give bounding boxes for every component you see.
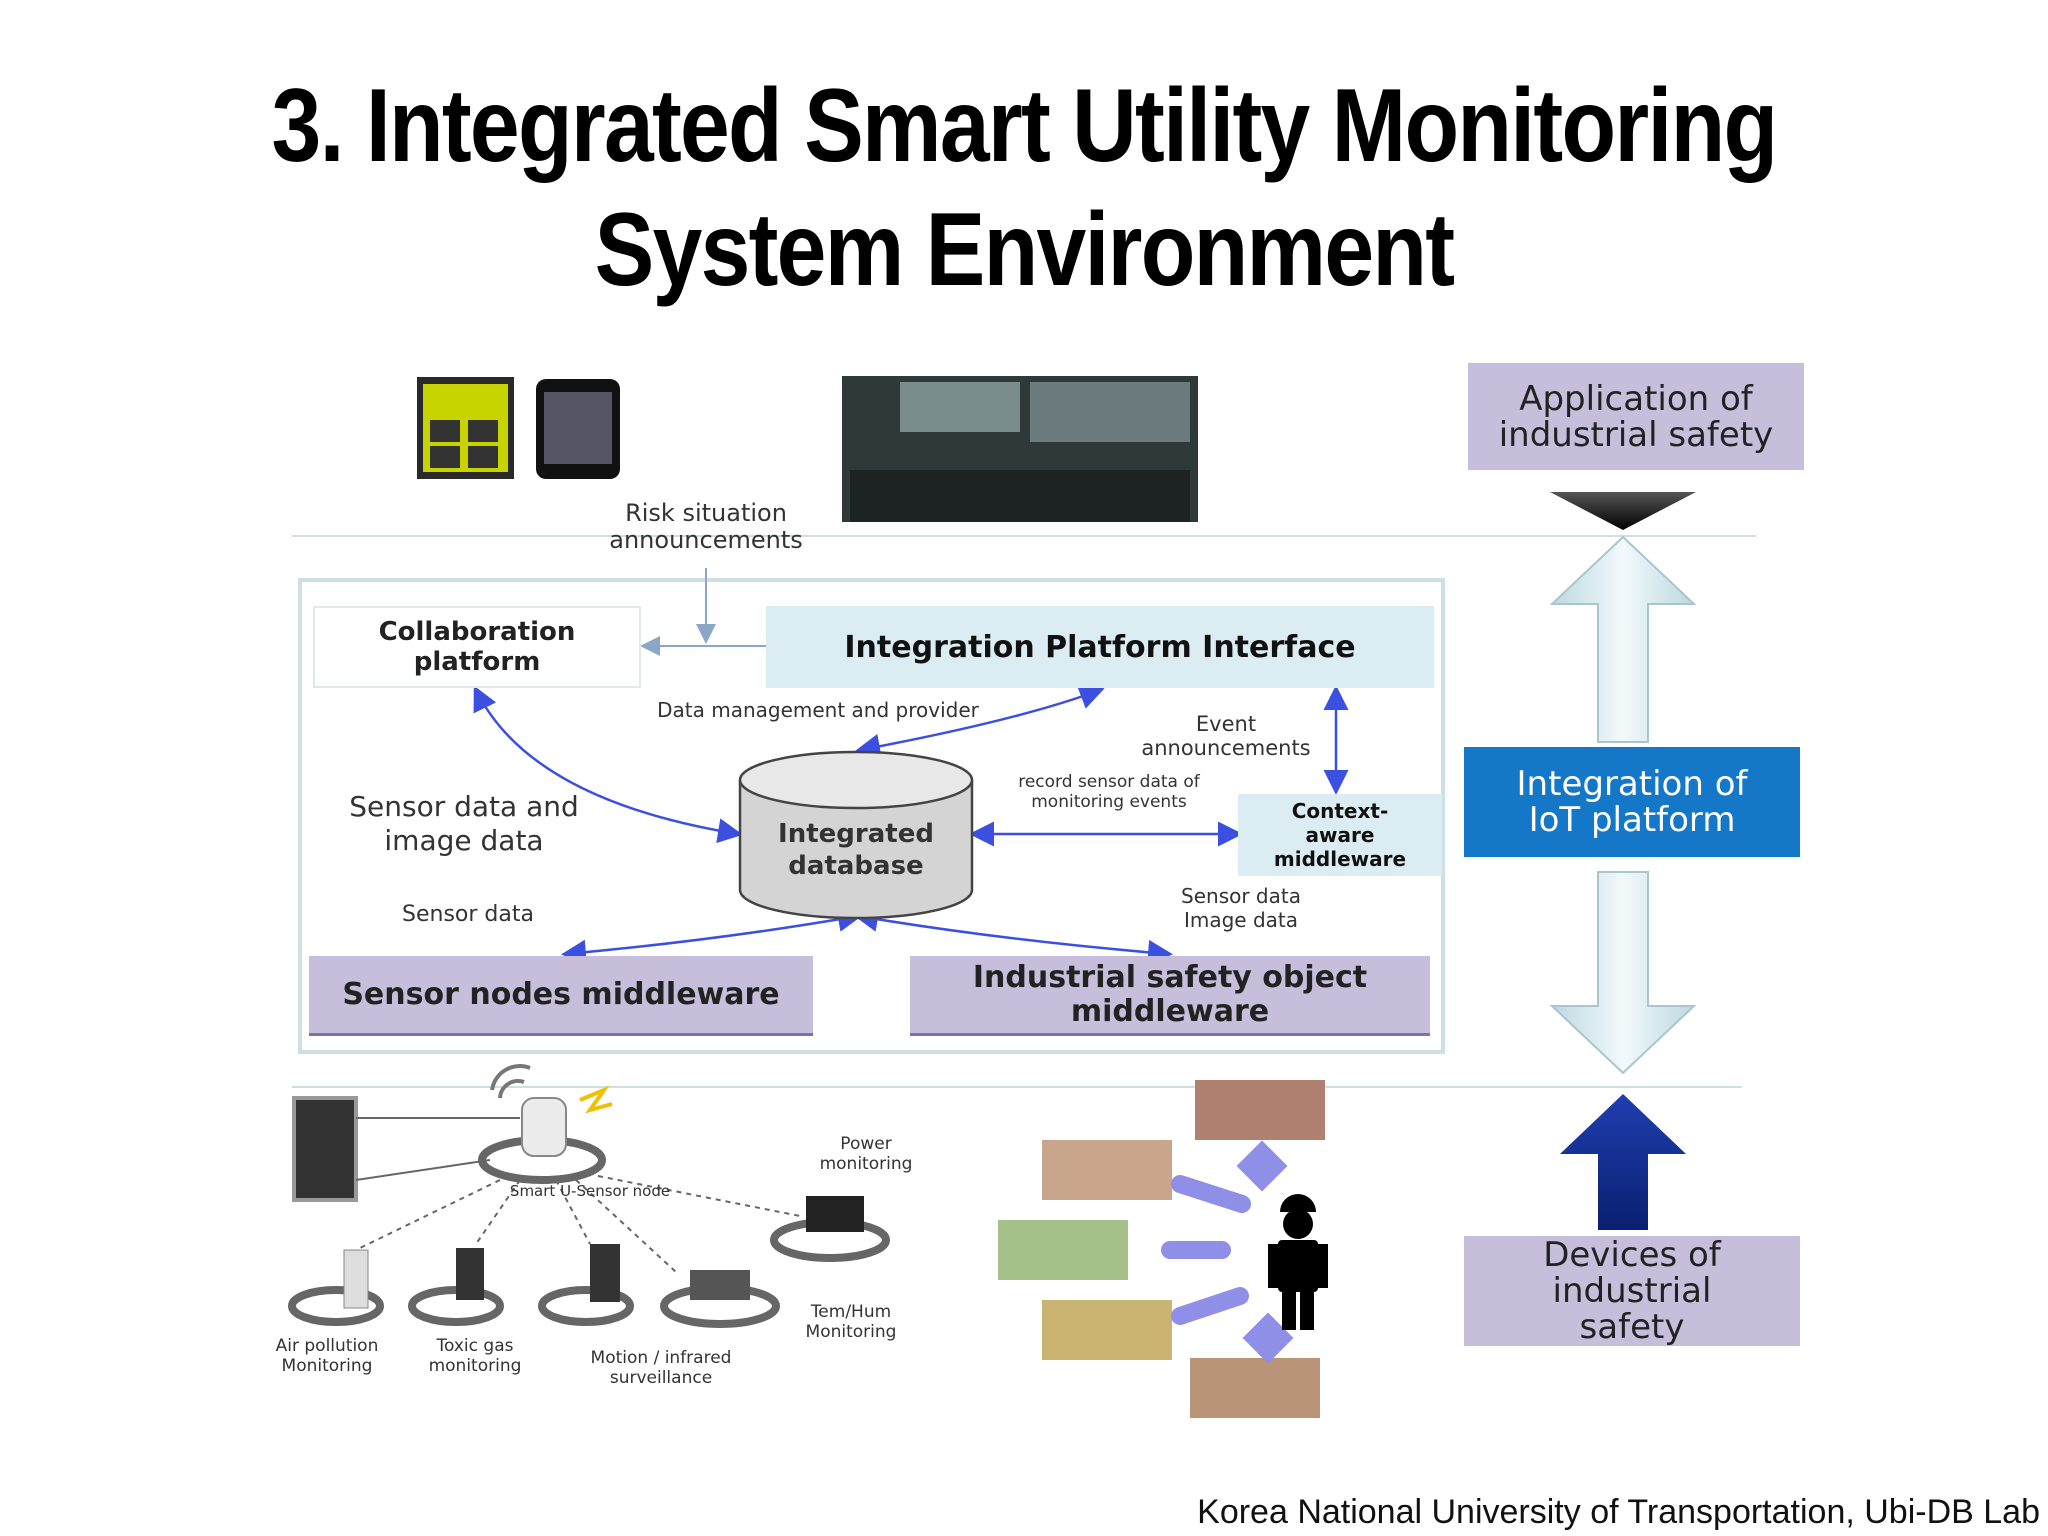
smartphone-icon xyxy=(417,377,620,479)
layer-iot-platform: Integration of IoT platform xyxy=(1464,747,1800,857)
upper-pale-arrow xyxy=(1549,535,1697,743)
sensor-nodes-middleware-box: Sensor nodes middleware xyxy=(309,956,813,1036)
title-line-2: System Environment xyxy=(594,192,1455,308)
control-room-photo xyxy=(842,376,1198,522)
platform-frame xyxy=(298,578,1445,1054)
context-aware-middleware-box: Context-aware middleware xyxy=(1238,794,1442,876)
event-announcements-label: Event announcements xyxy=(1141,712,1311,760)
footer-credit: Korea National University of Transportat… xyxy=(1197,1493,2040,1531)
data-management-label: Data management and provider xyxy=(657,698,979,722)
sensor-rings xyxy=(288,1196,890,1328)
title-line-1: 3. Integrated Smart Utility Monitoring xyxy=(271,68,1779,184)
motion-infrared-label: Motion / infrared surveillance xyxy=(590,1348,732,1388)
layer-application: Application of industrial safety xyxy=(1468,363,1804,470)
industrial-safety-images xyxy=(998,1080,1325,1418)
collaboration-platform-box: Collaboration platform xyxy=(313,606,641,688)
risk-announcements-label: Risk situation announcements xyxy=(609,499,803,554)
layer-devices: Devices of industrial safety xyxy=(1464,1236,1800,1346)
smart-sensor-node-icon xyxy=(292,1064,613,1202)
power-monitoring-label: Power monitoring xyxy=(819,1134,913,1174)
safety-object-middleware-box: Industrial safety object middleware xyxy=(910,956,1430,1036)
sensor-data-label: Sensor data xyxy=(402,902,534,927)
integration-platform-interface-box: Integration Platform Interface xyxy=(766,606,1434,688)
sensor-image-data-right-label: Sensor data Image data xyxy=(1181,884,1301,932)
smart-node-label: Smart U-Sensor node xyxy=(509,1182,671,1200)
worker-icon xyxy=(1268,1194,1328,1330)
air-pollution-label: Air pollution Monitoring xyxy=(275,1336,379,1376)
application-arrow xyxy=(1550,492,1696,530)
integrated-database-label: Integrated database xyxy=(778,819,934,881)
sensor-image-data-label: Sensor data and image data xyxy=(349,790,579,857)
record-sensor-label: record sensor data of monitoring events xyxy=(1018,772,1200,812)
devices-up-arrow xyxy=(1560,1094,1686,1230)
tem-hum-label: Tem/Hum Monitoring xyxy=(805,1302,897,1342)
database-cylinder xyxy=(738,750,974,920)
lower-pale-arrow xyxy=(1549,871,1697,1075)
toxic-gas-label: Toxic gas monitoring xyxy=(428,1336,522,1376)
page-title: 3. Integrated Smart Utility Monitoring S… xyxy=(143,64,1904,312)
